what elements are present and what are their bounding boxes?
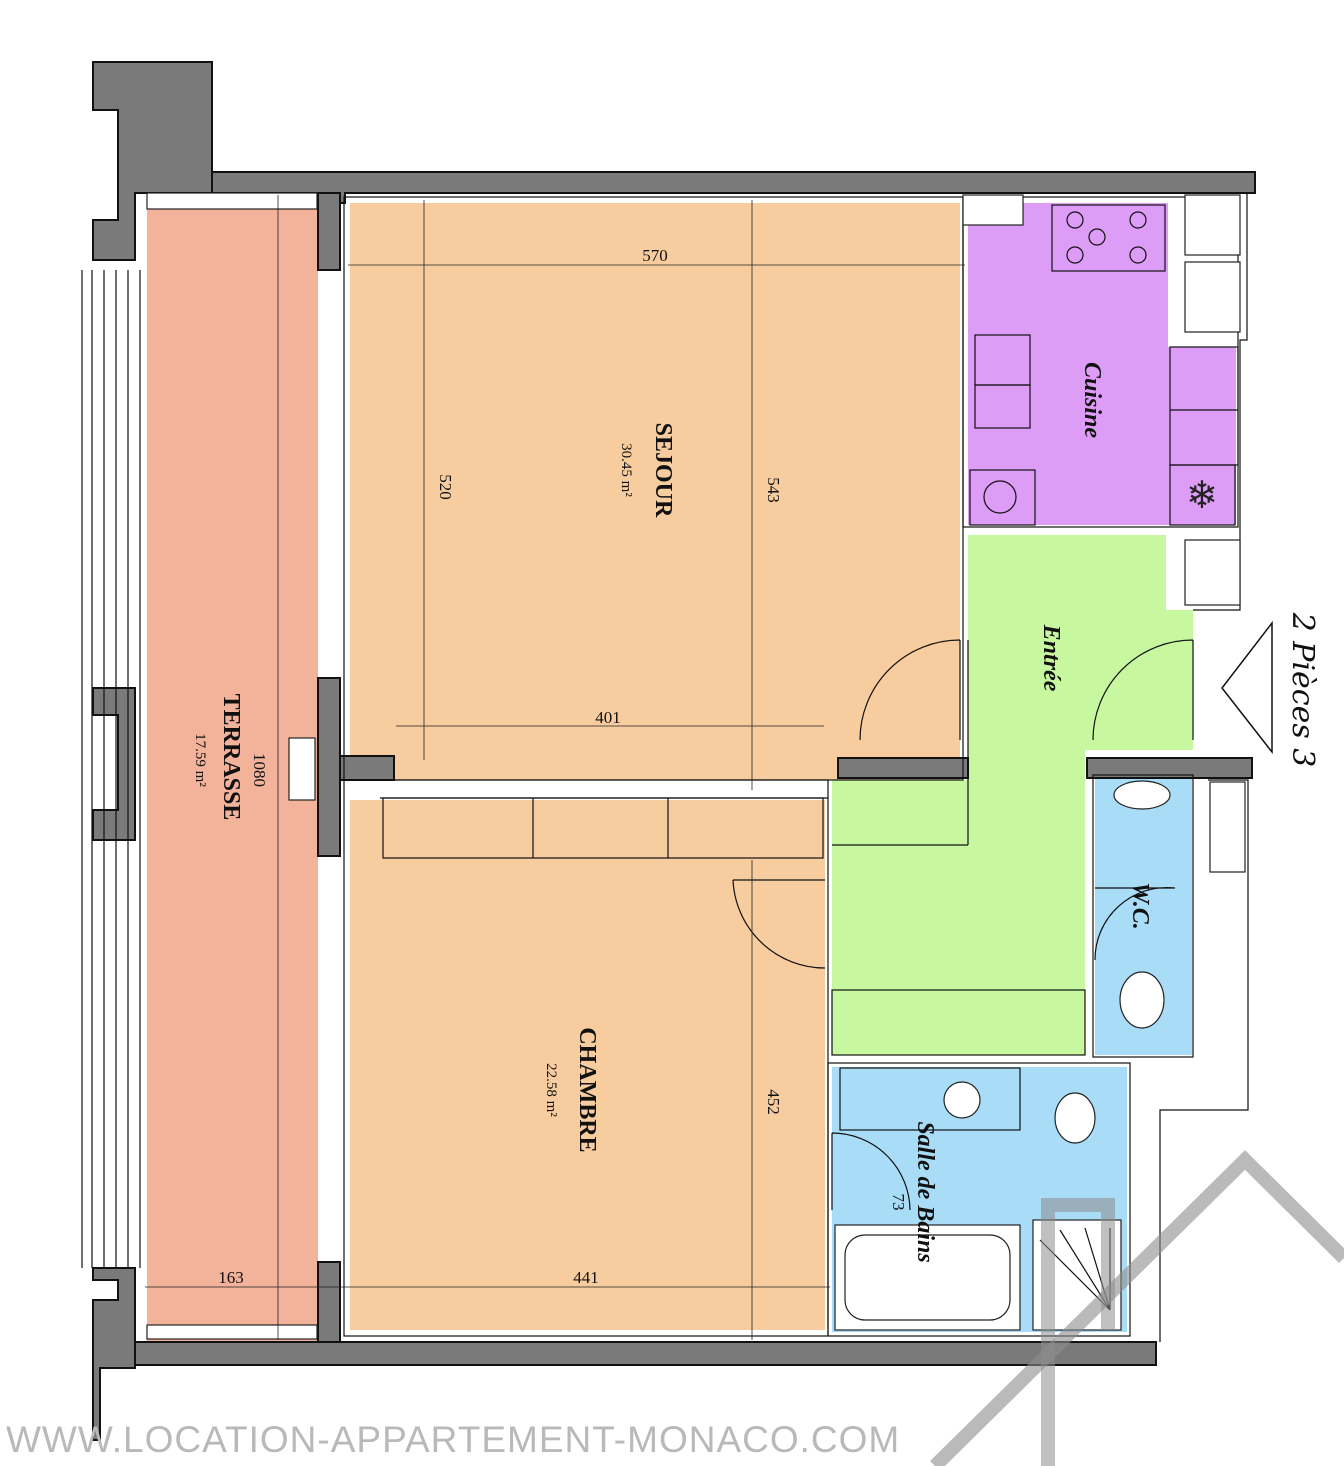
room-label-chambre: CHAMBRE [574, 1027, 600, 1152]
sdb-toilet [1054, 1092, 1096, 1144]
wall-column-mid [92, 687, 136, 841]
wall-entree-left [837, 757, 969, 779]
outer-right [1193, 192, 1248, 611]
room-label-sejour: SEJOUR [650, 423, 676, 518]
chambre-fill [350, 800, 825, 1330]
burner-1 [1066, 211, 1084, 229]
entree-closet [831, 989, 1086, 1056]
room-area-chambre: 22.58 m² [543, 1063, 559, 1117]
room-label-salle-de-bains: Salle de Bains [912, 1121, 938, 1262]
chambre-outline [343, 779, 829, 1337]
toilet [1119, 971, 1165, 1029]
dim-452: 452 [764, 1089, 783, 1115]
watermark-url: WWW.LOCATION-APPARTEMENT-MONACO.COM [6, 1419, 900, 1460]
wall-bottom [134, 1341, 1157, 1366]
wall-column-upper [92, 61, 213, 261]
entree-fill [832, 535, 1193, 1055]
door-sejour [859, 639, 961, 741]
stove [1051, 204, 1166, 272]
sejour-fill [350, 203, 960, 780]
snowflake-icon: ❄ [1186, 473, 1218, 517]
wall-post-top [317, 192, 341, 271]
dim-570: 570 [642, 246, 668, 265]
outer-right-lower [1159, 779, 1249, 1342]
entrance-label: 2 Pièces 3 [1285, 612, 1320, 768]
shower-fan [1039, 1227, 1111, 1311]
terrasse-vent [288, 737, 316, 801]
window-right-4 [1209, 781, 1246, 873]
room-label-terrasse: TERRASSE [218, 694, 244, 821]
door-chambre [732, 879, 826, 969]
burner-4 [1066, 246, 1084, 264]
wall-column-lower [92, 1267, 136, 1441]
watermark-house [930, 1150, 1344, 1466]
wall-top [211, 171, 1256, 204]
watermark-house-door [1041, 1198, 1115, 1466]
sdb-outline [827, 1062, 1131, 1337]
kitchen-drainer [974, 384, 1031, 429]
room-area-terrasse: 17.59 m² [192, 733, 208, 787]
burner-2 [1129, 211, 1147, 229]
room-label-entree: Entrée [1038, 624, 1064, 692]
wc-outline [1092, 774, 1194, 1058]
dim-441: 441 [573, 1268, 599, 1287]
wc-basin [1113, 780, 1171, 810]
terrasse-bottom-bar [146, 1324, 318, 1340]
burner-3 [1088, 228, 1106, 246]
room-area-sejour: 30.45 m² [618, 443, 634, 497]
window-right-2 [1184, 261, 1241, 333]
wardrobe [382, 797, 824, 859]
wall-post-mid [317, 677, 341, 857]
sdb-vanity [839, 1067, 1021, 1131]
cuisine-fill [968, 203, 1236, 525]
dim-543: 543 [764, 477, 783, 503]
cuisine-counter [1169, 346, 1239, 466]
dim-73: 73 [889, 1194, 908, 1211]
window-right-1 [1184, 194, 1241, 256]
burner-5 [1129, 246, 1147, 264]
dim-401: 401 [595, 708, 621, 727]
washing-machine [969, 469, 1036, 526]
window-cuisine-top [962, 194, 1024, 226]
sdb-basin [943, 1081, 981, 1119]
room-label-wc: W.C. [1127, 882, 1153, 930]
door-entree [1092, 639, 1194, 741]
dim-1080: 1080 [250, 753, 269, 787]
wall-entree-right [1086, 757, 1253, 779]
door-sdb [831, 1132, 911, 1211]
wall-sejour-chambre [339, 755, 395, 781]
terrasse-planter [146, 192, 318, 210]
dim-163: 163 [218, 1268, 244, 1287]
wall-post-bottom [317, 1261, 341, 1343]
window-right-3 [1184, 539, 1241, 606]
bathtub-inner [844, 1234, 1011, 1321]
washing-drum [983, 480, 1017, 514]
dim-520: 520 [436, 474, 455, 500]
entrance-arrow [1221, 620, 1273, 755]
door-wc [1094, 886, 1176, 961]
room-label-cuisine: Cuisine [1079, 362, 1105, 438]
